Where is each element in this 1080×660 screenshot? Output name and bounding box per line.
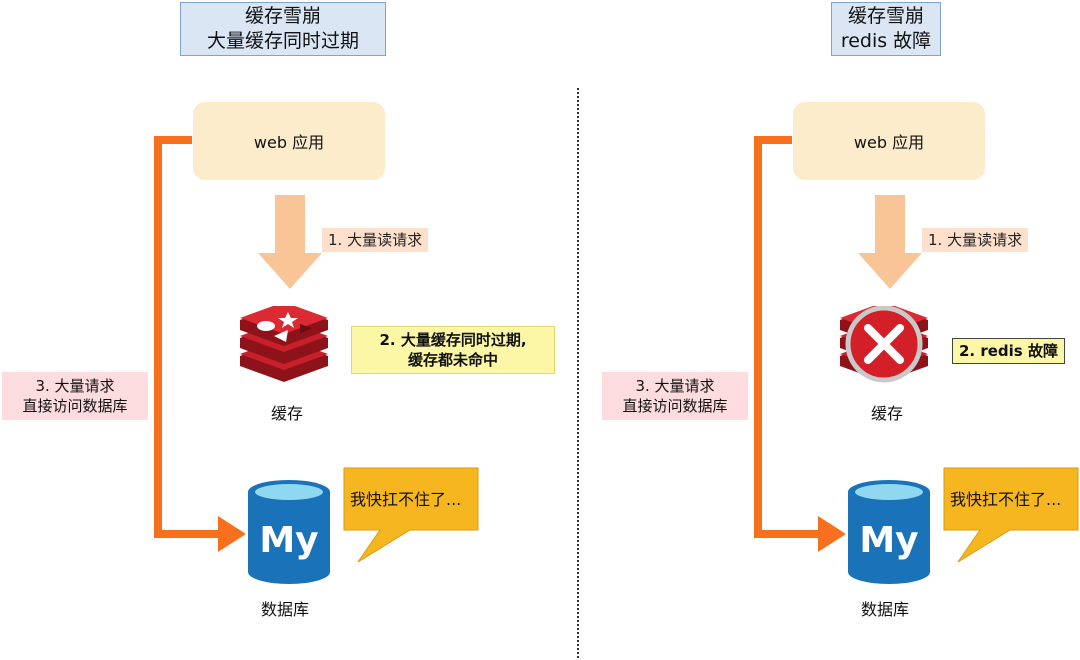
step3-label: 3. 大量请求 直接访问数据库	[2, 372, 148, 420]
step3-line1: 3. 大量请求	[635, 377, 715, 395]
speech-bubble-text: 我快扛不住了...	[350, 490, 462, 509]
step3-line1: 3. 大量请求	[35, 377, 115, 395]
web-app-box: web 应用	[193, 102, 385, 180]
speech-bubble	[343, 467, 479, 563]
panel-title-line1: 缓存雪崩	[244, 5, 321, 27]
panel-title-line2: redis 故障	[840, 30, 932, 52]
panel-title: 缓存雪崩 redis 故障	[831, 2, 941, 56]
web-app-label: web 应用	[253, 133, 325, 152]
mysql-database-icon: My	[848, 480, 930, 584]
step1-label: 1. 大量读请求	[922, 228, 1029, 252]
panel-redis-failure: 缓存雪崩 redis 故障 web 应用 1. 大量读请求 2. redis 故…	[600, 0, 1080, 660]
panel-title: 缓存雪崩 大量缓存同时过期	[180, 2, 386, 56]
database-label: 数据库	[861, 600, 910, 619]
step2-line2: 缓存都未命中	[407, 351, 498, 369]
read-request-arrow	[858, 195, 922, 289]
step2-line1: 2. 大量缓存同时过期,	[379, 331, 527, 349]
mysql-logo-text: My	[859, 520, 918, 561]
cache-label: 缓存	[871, 404, 904, 423]
step3-label: 3. 大量请求 直接访问数据库	[602, 372, 748, 420]
cache-label: 缓存	[271, 404, 304, 423]
step1-label: 1. 大量读请求	[322, 228, 429, 252]
speech-bubble	[943, 467, 1079, 563]
mysql-logo-text: My	[259, 520, 318, 561]
step3-line2: 直接访问数据库	[22, 397, 128, 415]
panel-divider	[577, 88, 579, 658]
step3-line2: 直接访问数据库	[622, 397, 728, 415]
read-request-arrow	[258, 195, 322, 289]
direct-db-flow-arrow	[154, 136, 246, 552]
panel-expire: 缓存雪崩 大量缓存同时过期 web 应用 1. 大量读请求 2. 大量缓存同时过…	[2, 2, 555, 619]
database-label: 数据库	[261, 600, 310, 619]
web-app-label: web 应用	[853, 133, 925, 152]
direct-db-flow-arrow	[754, 136, 846, 552]
redis-icon	[240, 306, 328, 382]
panel-title-line1: 缓存雪崩	[847, 5, 924, 27]
speech-bubble-text: 我快扛不住了...	[950, 490, 1062, 509]
step2-label: 2. 大量缓存同时过期, 缓存都未命中	[351, 326, 555, 374]
web-app-box: web 应用	[793, 102, 985, 180]
mysql-database-icon: My	[248, 480, 330, 584]
panel-title-line2: 大量缓存同时过期	[206, 30, 359, 52]
step2-label: 2. redis 故障	[952, 338, 1065, 364]
redis-failed-icon	[840, 306, 928, 383]
